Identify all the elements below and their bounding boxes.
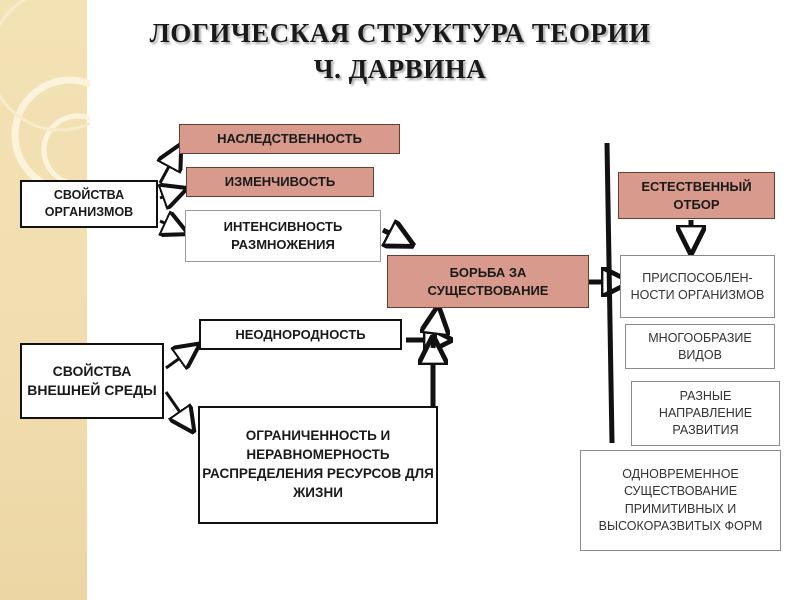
arrow-to-struggle-upper xyxy=(433,308,438,349)
variability-box: ИЗМЕНЧИВОСТЬ xyxy=(186,167,374,197)
decorative-side-strip xyxy=(0,0,87,600)
arrow-to-resources xyxy=(164,391,193,431)
species-diversity-box: МНОГООБРАЗИЕ ВИДОВ xyxy=(625,324,775,369)
coexistence-box: ОДНОВРЕМЕННОЕ СУЩЕСТВОВАНИЕ ПРИМИТИВНЫХ … xyxy=(580,450,781,551)
properties-of-organisms-box: СВОЙСТВА ОРГАНИЗМОВ xyxy=(20,180,158,228)
arrow-to-heterogeneity xyxy=(165,345,198,368)
reproduction-intensity-box: ИНТЕНСИВНОСТЬ РАЗМНОЖЕНИЯ xyxy=(185,210,381,262)
heterogeneity-box: НЕОДНОРОДНОСТЬ xyxy=(199,319,402,350)
development-directions-box: РАЗНЫЕ НАПРАВЛЕНИЕ РАЗВИТИЯ xyxy=(631,381,780,446)
page-title-line-2: Ч. ДАРВИНА xyxy=(313,54,487,84)
limited-resources-box: ОГРАНИЧЕННОСТЬ И НЕРАВНОМЕРНОСТЬ РАСПРЕД… xyxy=(198,406,438,524)
heredity-box: НАСЛЕДСТВЕННОСТЬ xyxy=(179,124,400,154)
vertical-divider xyxy=(604,142,615,444)
natural-selection-box: ЕСТЕСТВЕННЫЙ ОТБОР xyxy=(618,172,775,219)
arrow-to-variability xyxy=(160,189,185,198)
adaptation-box: ПРИСПОСОБЛЕН-НОСТИ ОРГАНИЗМОВ xyxy=(620,255,775,318)
properties-of-environment-box: СВОЙСТВА ВНЕШНЕЙ СРЕДЫ xyxy=(20,343,164,419)
page-title-line-1: ЛОГИЧЕСКАЯ СТРУКТУРА ТЕОРИИ xyxy=(149,18,651,48)
arrow-to-heredity xyxy=(160,146,180,184)
arrow-reproduction-to-struggle xyxy=(383,230,412,245)
struggle-for-existence-box: БОРЬБА ЗА СУЩЕСТВОВАНИЕ xyxy=(387,255,589,308)
arrow-to-reproduction xyxy=(160,221,186,233)
